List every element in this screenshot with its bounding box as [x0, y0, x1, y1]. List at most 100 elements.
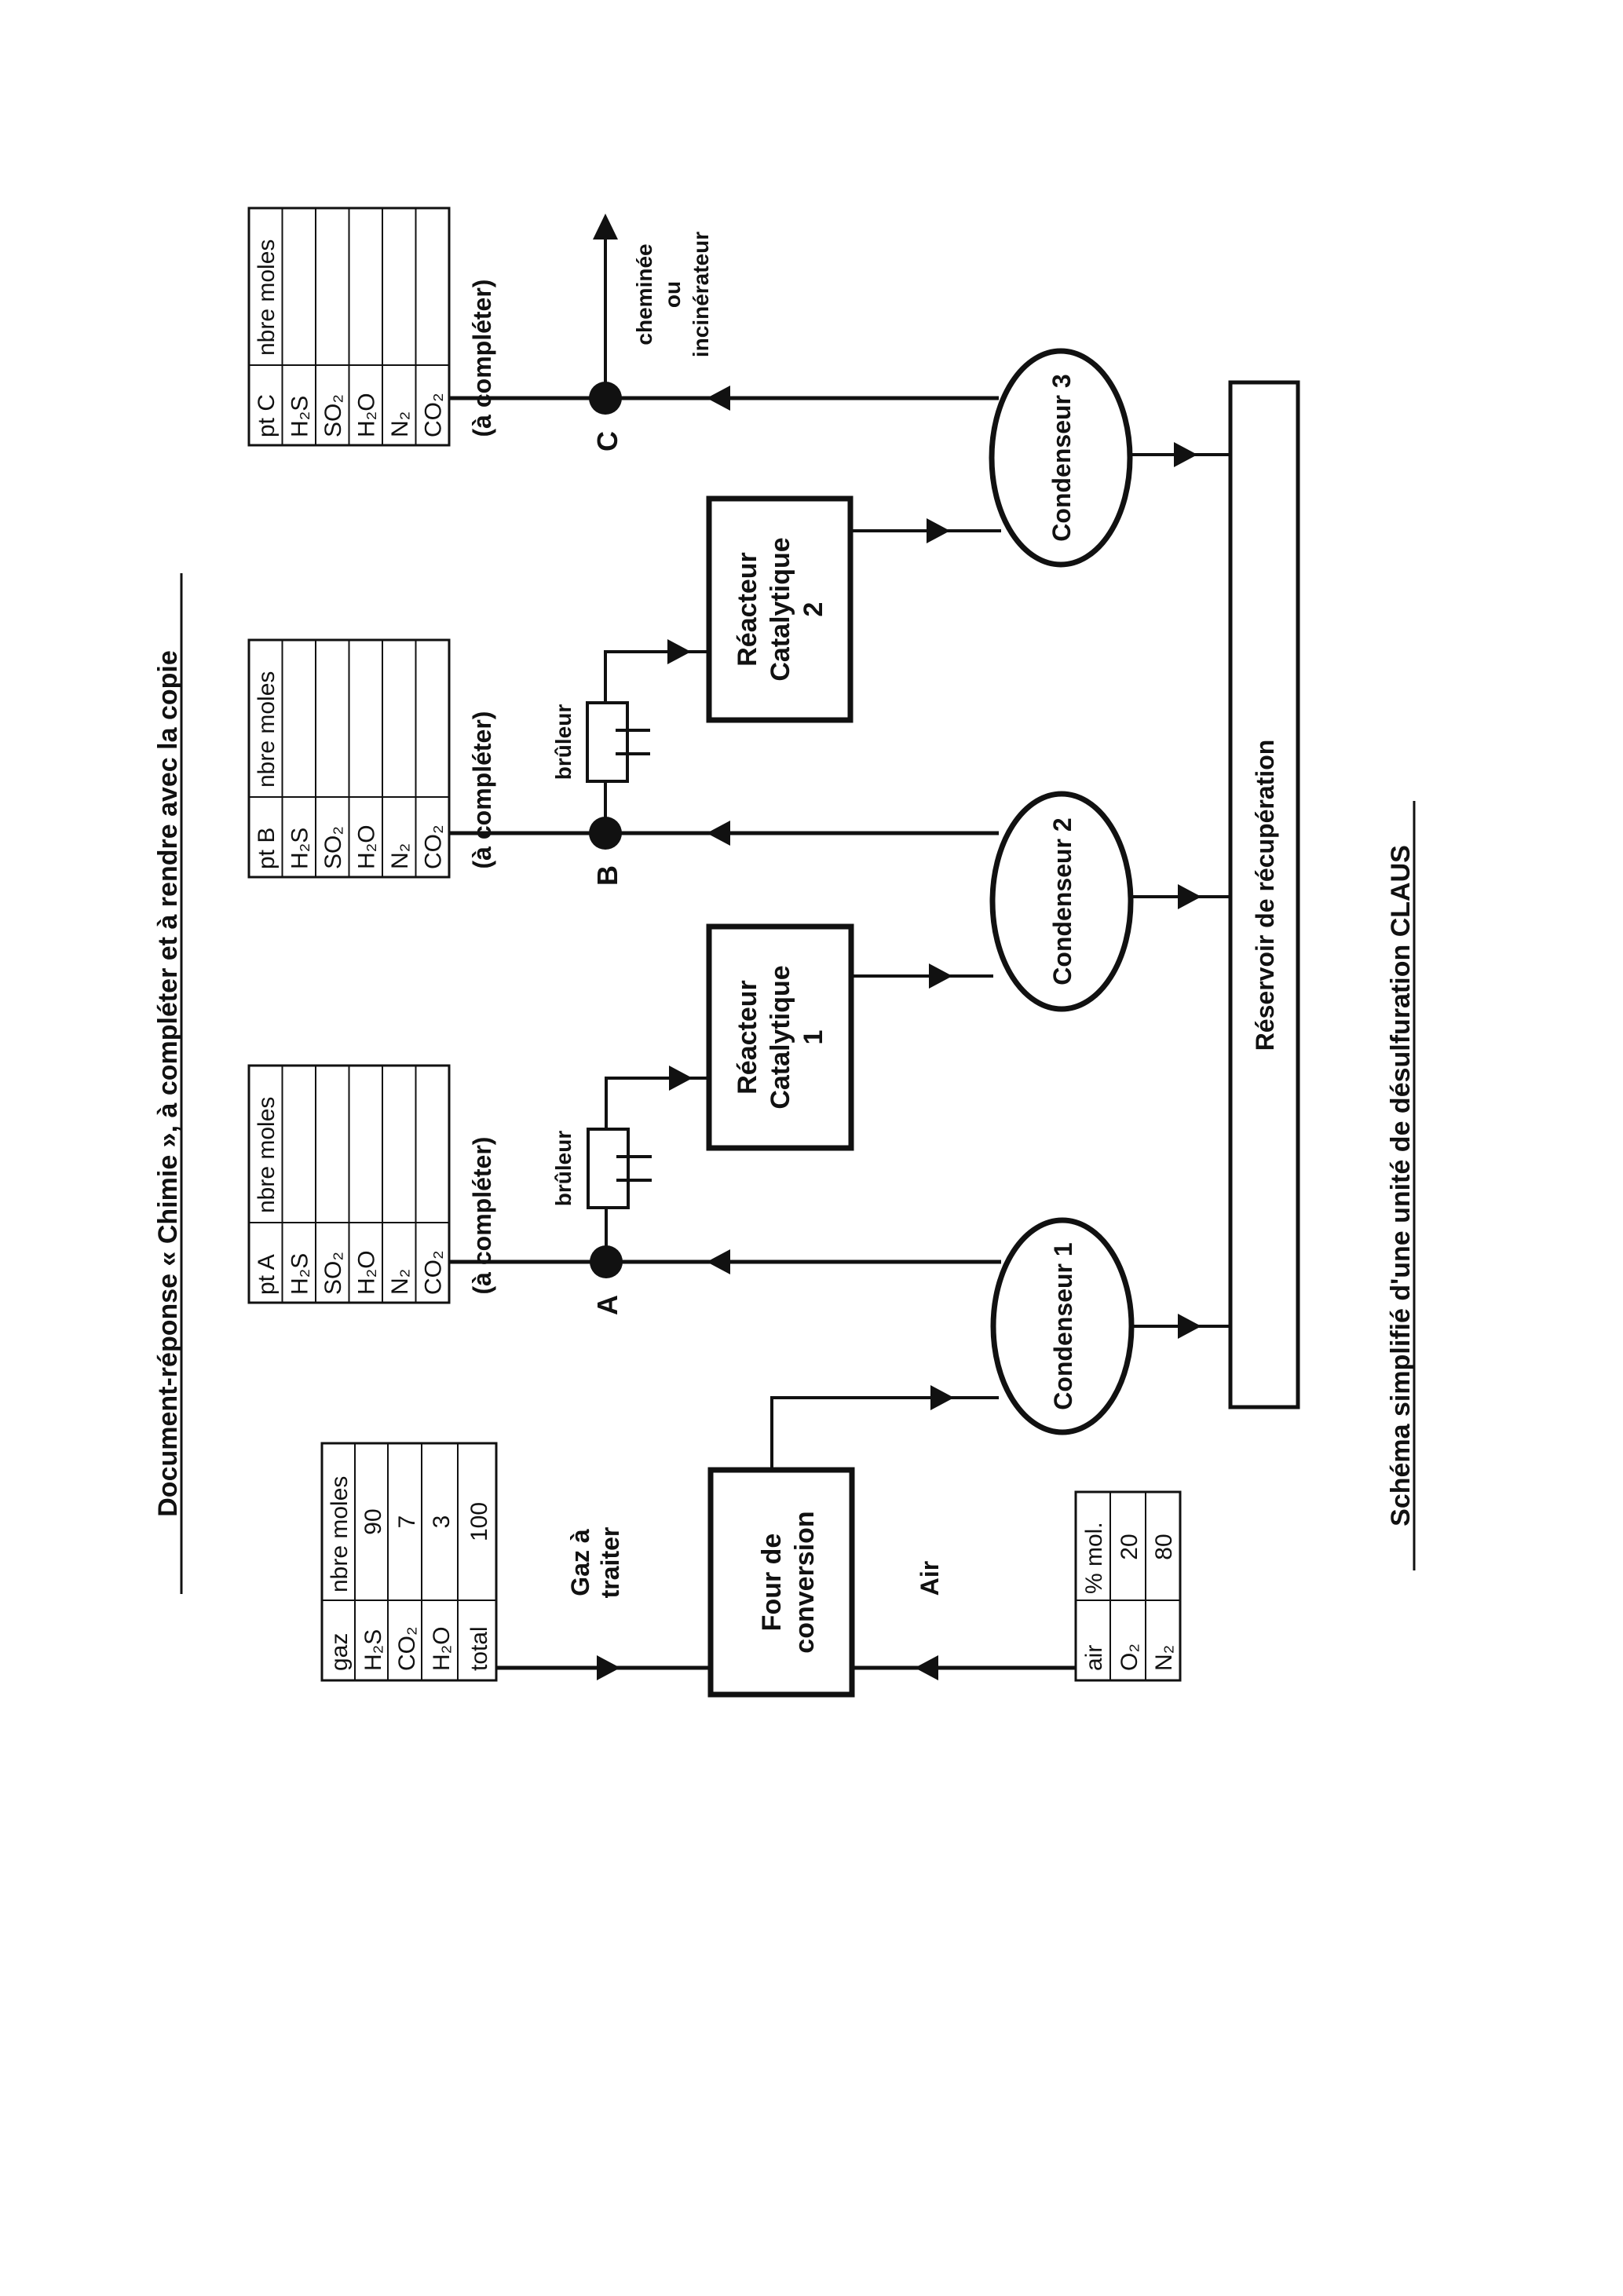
table-note: (à compléter) — [468, 1137, 496, 1295]
arrow-icon — [930, 1385, 954, 1410]
table-row-species: H₂S — [287, 1253, 313, 1295]
document-title-text: Document-réponse « Chimie », à compléter… — [153, 650, 183, 1517]
table-note: (à compléter) — [468, 711, 496, 869]
svg-text:cheminée: cheminée — [632, 243, 656, 345]
table-row-species: SO₂ — [320, 1252, 346, 1295]
table-row-species: SO₂ — [320, 394, 346, 437]
table-row-species: N₂ — [387, 1269, 413, 1295]
outlet-label: cheminée ou incinérateur — [632, 232, 713, 357]
furnace-outlet-line — [770, 1396, 999, 1470]
svg-text:conversion: conversion — [790, 1511, 820, 1653]
air-table: air % mol. O₂ 20 N₂ 80 — [1074, 1490, 1182, 1682]
svg-text:Réacteur: Réacteur — [733, 980, 762, 1095]
condenser-3-label: Condenseur 3 — [1047, 374, 1076, 541]
reactor-1-label: Réacteur Catalytique 1 — [733, 965, 828, 1109]
point-c-label: C — [591, 431, 623, 452]
table-header-moles: nbre moles — [254, 1097, 280, 1213]
air-row-species: O₂ — [1117, 1643, 1142, 1671]
feed-row-species: CO₂ — [394, 1626, 420, 1671]
feed-label: Gaz à traiter — [566, 1527, 624, 1599]
burner-1 — [587, 1128, 630, 1209]
feed-row-value: 3 — [429, 1515, 455, 1529]
table-header-moles: nbre moles — [254, 239, 280, 356]
table-row-species: N₂ — [387, 843, 413, 869]
feed-header-species: gaz — [327, 1633, 353, 1671]
svg-text:Gaz à: Gaz à — [566, 1529, 594, 1596]
svg-text:Catalytique: Catalytique — [766, 965, 795, 1109]
air-label: Air — [916, 1561, 944, 1596]
air-arrow-icon — [915, 1655, 938, 1680]
feed-row-value: 100 — [466, 1502, 492, 1541]
reactor-2-box — [706, 495, 854, 723]
reactor-2-label: Réacteur Catalytique 2 — [733, 537, 828, 681]
table-note: (à compléter) — [468, 280, 496, 437]
air-header-percent: % mol. — [1081, 1522, 1107, 1594]
svg-text:traiter: traiter — [596, 1527, 624, 1599]
table-row-species: CO₂ — [420, 393, 446, 437]
condenser-2 — [989, 791, 1134, 1012]
furnace-box — [707, 1467, 855, 1698]
svg-text:Four de: Four de — [757, 1534, 787, 1632]
table-header-moles: nbre moles — [254, 671, 280, 788]
diagram-caption-text: Schéma simplifié d'une unité de désulfur… — [1386, 845, 1416, 1526]
burner-1-outlet — [605, 1077, 711, 1129]
svg-text:1: 1 — [799, 1030, 828, 1045]
table-row-species: H₂O — [353, 824, 379, 869]
air-header-species: air — [1081, 1645, 1107, 1671]
feed-header-moles: nbre moles — [327, 1476, 353, 1592]
point-a-label: A — [591, 1295, 623, 1315]
feed-arrow-icon — [597, 1655, 620, 1680]
document-title: Document-réponse « Chimie », à compléter… — [153, 573, 183, 1594]
air-row-value: 20 — [1117, 1534, 1142, 1559]
arrow-icon — [929, 963, 952, 989]
burner-2 — [586, 701, 629, 783]
arrow-icon — [707, 386, 730, 411]
arrow-icon — [707, 821, 730, 846]
outlet-arrow-icon — [593, 214, 618, 239]
feed-row-species: H₂S — [360, 1629, 386, 1671]
air-row-species: N₂ — [1151, 1645, 1177, 1671]
burner-1-label: brûleur — [551, 1131, 576, 1207]
table-header-point: pt A — [254, 1254, 280, 1295]
table-row-species: SO₂ — [320, 826, 346, 869]
table-row-species: H₂S — [287, 828, 313, 869]
furnace-label: Four de conversion — [757, 1511, 820, 1653]
arrow-icon — [667, 639, 691, 664]
arrow-icon — [707, 1249, 730, 1274]
condenser-3 — [989, 348, 1133, 568]
point-b-label: B — [591, 865, 623, 886]
air-row-value: 80 — [1151, 1534, 1177, 1559]
table-row-species: CO₂ — [420, 1250, 446, 1295]
feed-row-species: H₂O — [429, 1626, 455, 1671]
table-row-species: H₂O — [353, 393, 379, 437]
table-row-species: CO₂ — [420, 824, 446, 869]
svg-text:incinérateur: incinérateur — [689, 232, 713, 357]
svg-text:Air: Air — [916, 1561, 944, 1596]
svg-text:Catalytique: Catalytique — [766, 537, 795, 681]
burner-2-label: brûleur — [551, 704, 576, 781]
arrow-icon — [669, 1066, 693, 1091]
svg-text:Réacteur: Réacteur — [733, 552, 762, 667]
feed-table: gaz nbre moles H₂S 90 CO₂ 7 H₂O 3 total … — [320, 1442, 498, 1682]
condenser-1-label: Condenseur 1 — [1049, 1242, 1077, 1409]
arrow-icon — [1178, 884, 1201, 909]
burner-2-outlet — [604, 650, 709, 703]
table-row-species: H₂S — [287, 396, 313, 437]
reservoir-label: Réservoir de récupération — [1251, 740, 1279, 1051]
feed-row-value: 7 — [394, 1515, 420, 1529]
svg-text:ou: ou — [660, 281, 685, 308]
condenser-2-label: Condenseur 2 — [1048, 817, 1077, 985]
feed-row-value: 90 — [360, 1508, 386, 1534]
table-row-species: N₂ — [387, 411, 413, 437]
table-row-species: H₂O — [353, 1250, 379, 1295]
reservoir — [1228, 380, 1300, 1409]
arrow-icon — [1174, 442, 1197, 467]
arrow-icon — [927, 518, 950, 543]
table-header-point: pt B — [254, 828, 280, 869]
reactor-1-box — [706, 923, 854, 1151]
arrow-icon — [1178, 1314, 1201, 1339]
svg-text:2: 2 — [799, 602, 828, 617]
